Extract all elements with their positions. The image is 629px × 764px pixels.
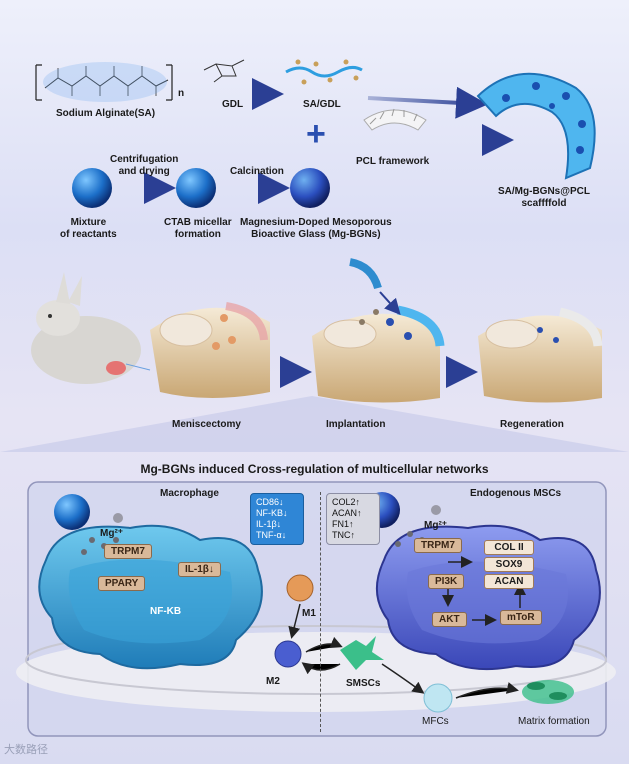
gdl-molecule <box>203 59 245 83</box>
marker-nfkb: NF-KB↓ <box>256 508 288 518</box>
meniscectomy-label: Meniscectomy <box>172 419 241 430</box>
knee-implantation <box>312 258 445 403</box>
rabbit-illustration <box>31 272 151 384</box>
network-title: Mg-BGNs induced Cross-regulation of mult… <box>140 462 489 476</box>
m1-markers-box: CD86↓ NF-KB↓ IL-1β↓ TNF-α↓ <box>250 493 304 545</box>
knee-regeneration <box>478 307 603 403</box>
regeneration-label: Regeneration <box>500 419 564 430</box>
sa-gdl-chain <box>285 59 363 85</box>
marker-tnfa: TNF-α↓ <box>256 530 287 540</box>
m1-cell <box>286 574 314 602</box>
gene-sox9: SOX9 <box>484 557 534 572</box>
smsc-cell <box>340 636 384 670</box>
calcination-label: Calcination <box>230 166 284 177</box>
section-funnel <box>0 396 629 452</box>
gene-col2: COL II <box>484 540 534 555</box>
marker-acan: ACAN↑ <box>332 508 362 518</box>
marker-cd86: CD86↓ <box>256 497 284 507</box>
ctab-label: CTAB micellar formation <box>164 217 232 240</box>
watermark: 大数路径 <box>4 744 48 756</box>
subscript-n: n <box>178 88 185 99</box>
scaffold-label: SA/Mg-BGNs@PCL scaffffold <box>498 186 590 209</box>
gdl-label: GDL <box>222 99 244 110</box>
sodium-alginate-label: Sodium Alginate(SA) <box>56 108 156 119</box>
m2-markers-box: COL2↑ ACAN↑ FN1↑ TNC↑ <box>326 493 380 545</box>
scaffold-graphic <box>476 72 596 180</box>
mfc-cell <box>423 683 453 713</box>
marker-tnc: TNC↑ <box>332 530 355 540</box>
network-arrows <box>288 556 526 699</box>
il1b-tag: IL-1β↓ <box>178 562 221 577</box>
mgbgn-label: Magnesium-Doped Mesoporous Bioactive Gla… <box>240 217 392 240</box>
akt-tag: AKT <box>432 612 467 627</box>
pcl-framework-graphic <box>363 108 427 131</box>
m1-label: M1 <box>302 608 316 619</box>
macrophage-label: Macrophage <box>160 488 219 499</box>
mixture-label: Mixture of reactants <box>60 217 117 240</box>
knee-meniscectomy <box>150 302 270 398</box>
ppary-tag: PPARY <box>98 576 146 591</box>
gene-stack: COL II SOX9 ACAN <box>484 540 534 589</box>
nfkb-label: NF-KB <box>150 606 182 617</box>
implantation-label: Implantation <box>326 419 386 430</box>
sa-gdl-label: SA/GDL <box>303 99 341 110</box>
matrix-label: Matrix formation <box>518 716 590 727</box>
msc-label: Endogenous MSCs <box>470 488 562 499</box>
trpm7-left-tag: TRPM7 <box>104 544 152 559</box>
gene-acan: ACAN <box>484 574 534 589</box>
marker-col2: COL2↑ <box>332 497 361 507</box>
matrix-graphic <box>522 680 574 704</box>
panel-divider <box>320 492 321 732</box>
synthesis-spheres <box>72 168 330 208</box>
m2-label: M2 <box>266 676 280 687</box>
marker-il1b: IL-1β↓ <box>256 519 282 529</box>
smscs-label: SMSCs <box>346 678 381 689</box>
m2-cell <box>274 640 302 668</box>
to-scaffold-arrow <box>367 86 514 156</box>
centrifugation-label: Centrifugation and drying <box>110 154 179 177</box>
pcl-framework-label: PCL framework <box>356 156 430 167</box>
pi3k-tag: PI3K <box>428 574 465 589</box>
mg-label-left: Mg²⁺ <box>100 528 124 539</box>
trpm7-right-tag: TRPM7 <box>414 538 462 553</box>
plus-sign: + <box>306 115 326 153</box>
mtor-tag: mToR <box>500 610 542 625</box>
marker-fn1: FN1↑ <box>332 519 354 529</box>
sodium-alginate-structure <box>35 62 173 102</box>
mg-label-right: Mg²⁺ <box>424 520 448 531</box>
mfcs-label: MFCs <box>422 716 449 727</box>
